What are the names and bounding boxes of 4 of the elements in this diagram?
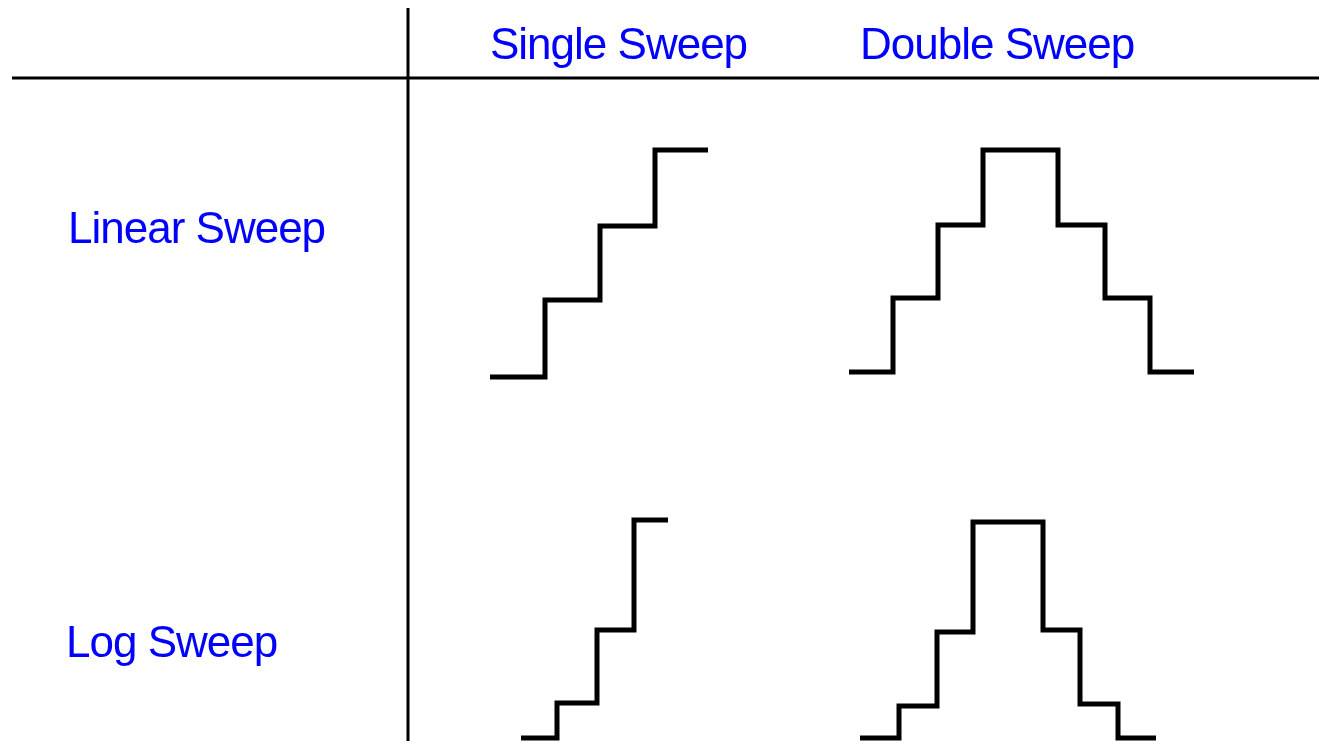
column-header: Single Sweep: [490, 22, 748, 66]
row-header: Log Sweep: [66, 620, 278, 664]
column-header: Double Sweep: [860, 22, 1135, 66]
row-header: Linear Sweep: [68, 206, 326, 250]
